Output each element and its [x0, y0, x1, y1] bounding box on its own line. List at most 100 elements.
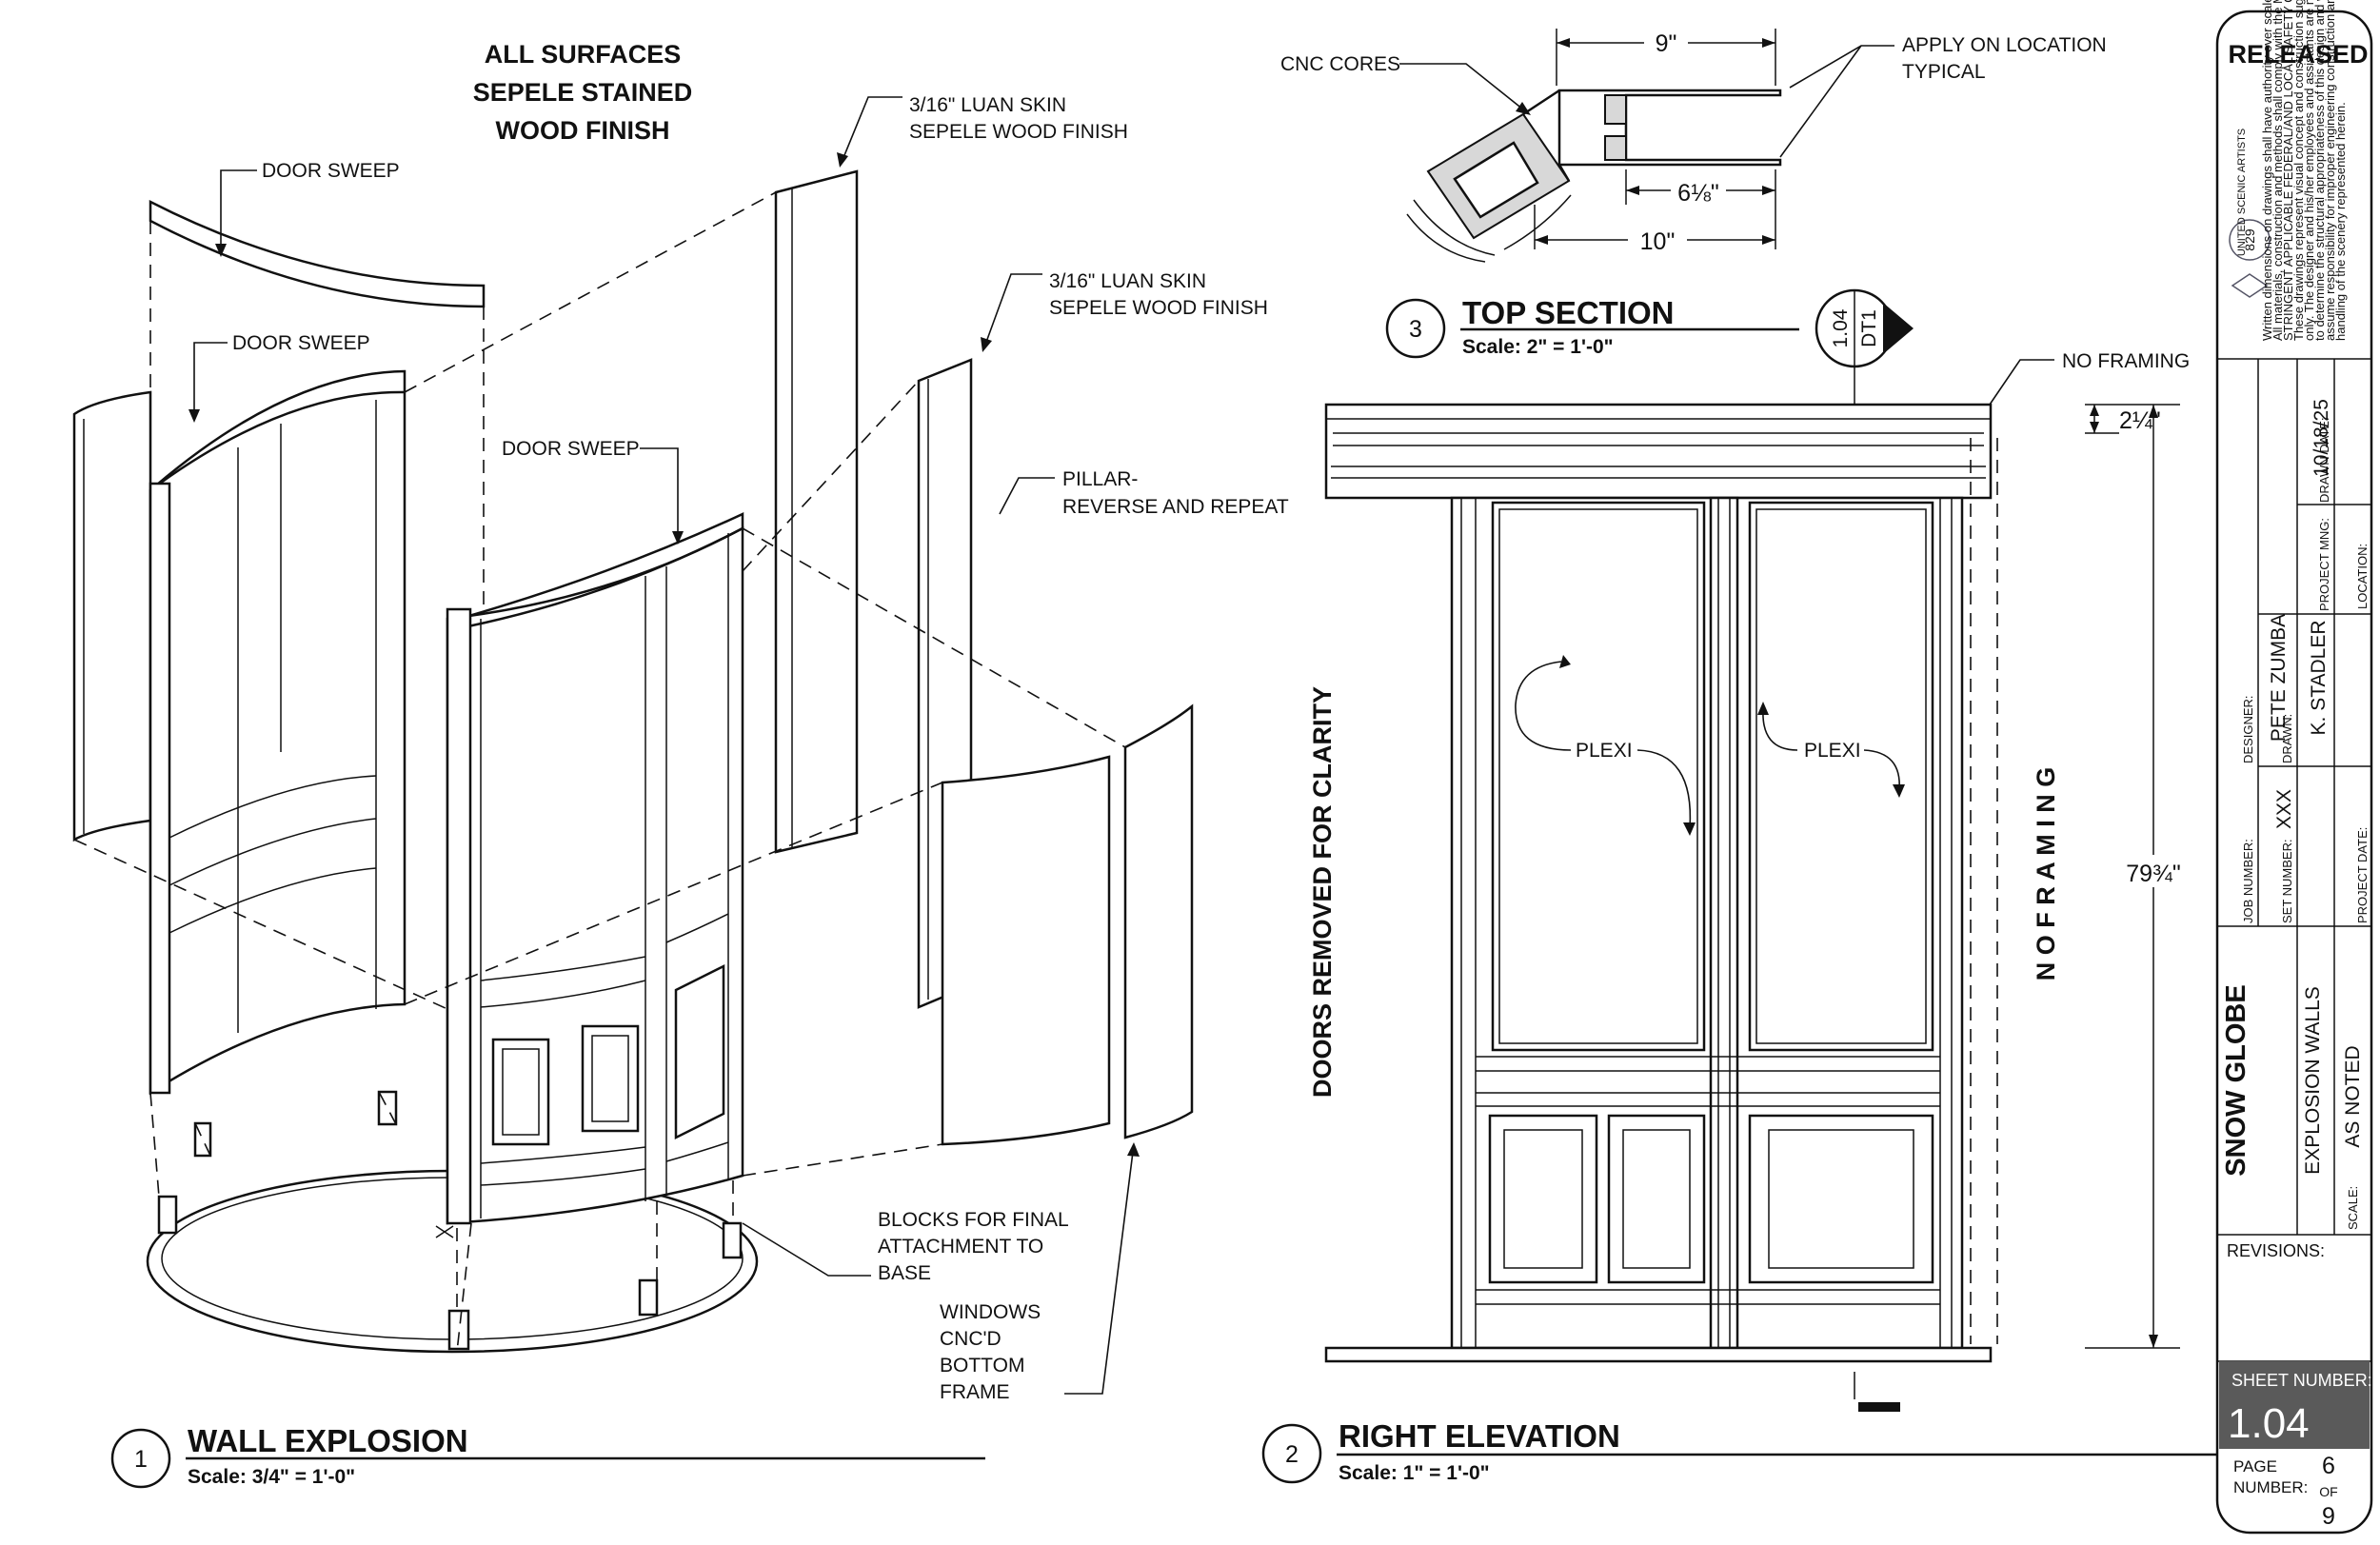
page-label-1: PAGE: [2233, 1457, 2277, 1476]
mullion-lines: [1717, 498, 1731, 1348]
designer-label: DESIGNER:: [2241, 695, 2255, 763]
leader-arrowhead: [672, 531, 684, 545]
cnc-core-opening: [1453, 141, 1539, 219]
elevation-base: [1324, 1346, 1993, 1363]
lower-panel: [1607, 1114, 1706, 1284]
disclaimer-line-2: All materials, construction and methods …: [2271, 0, 2285, 341]
dim-text-mask: [2125, 855, 2184, 887]
lower-panel-inner: [1503, 1129, 1583, 1269]
center-mark: [435, 1225, 454, 1238]
luan-skin-label-2-line-2: SEPELE WOOD FINISH: [1049, 297, 1268, 319]
plexi-arrow-right-up: [1762, 708, 1798, 751]
union-emblem-icon: [2231, 273, 2269, 298]
cnc-cores-leader: [1399, 63, 1524, 110]
status-stamp: RELEASED: [2228, 40, 2368, 69]
disclaimer-line-4: These drawings represent visual concept …: [2291, 0, 2306, 341]
section-curve: [1406, 194, 1572, 263]
revisions-label: REVISIONS:: [2227, 1241, 2325, 1260]
door-sweep-leader-3: [640, 447, 679, 537]
dim-top-width: 9": [1656, 30, 1677, 57]
lower-panel-inner: [1768, 1129, 1914, 1269]
section-marker-detail: DT1: [1858, 309, 1880, 347]
rear-frame-rails: [169, 775, 377, 934]
view-2-scale: Scale: 1" = 1'-0": [1339, 1462, 1490, 1484]
job-number-label: JOB NUMBER:: [2241, 839, 2255, 923]
dim-arrowheads: [2090, 405, 2099, 433]
lower-panel: [1748, 1114, 1934, 1284]
dim-text-mask: [1644, 29, 1688, 55]
leader-arrowhead: [188, 409, 200, 423]
title-block-border: [2215, 10, 2373, 1535]
attachment-block: [638, 1278, 659, 1317]
raised-panel-inner: [502, 1048, 540, 1136]
raised-panel-inner: [591, 1035, 629, 1122]
view-3-scale: Scale: 2" = 1'-0": [1462, 336, 1614, 358]
sheet-number-label: SHEET NUMBER:: [2231, 1371, 2372, 1390]
door-sweep-leader-2: [193, 342, 228, 415]
pillar-label-line-1: PILLAR-: [1062, 468, 1138, 490]
page-number: 6: [2322, 1453, 2335, 1479]
attachment-block: [157, 1195, 178, 1235]
page-of: OF: [2319, 1484, 2337, 1499]
scale-label: SCALE:: [2346, 1186, 2360, 1230]
height-dim: 79¾": [2126, 861, 2181, 887]
front-wall-rails: [480, 913, 729, 1186]
disclaimer-line-6: to determine the structural appropriaten…: [2312, 0, 2327, 341]
location-label: LOCATION:: [2355, 544, 2370, 609]
disclaimer-line-1: Written dimensions on drawings shall hav…: [2260, 0, 2274, 341]
frame-stile-lines: [1460, 498, 1953, 1348]
finish-note-line-3: WOOD FINISH: [496, 116, 670, 145]
union-local: 829: [2242, 228, 2257, 251]
title-block-cells: [2257, 359, 2371, 1235]
view-1-title: WALL EXPLOSION: [188, 1423, 468, 1458]
luan-skin-label-2-line-1: 3/16" LUAN SKIN: [1049, 270, 1206, 292]
luan-skin-label-1-line-1: 3/16" LUAN SKIN: [909, 94, 1066, 116]
door-sweep-label-2: DOOR SWEEP: [232, 332, 370, 354]
section-marker-sheet: 1.04: [1830, 308, 1852, 347]
apply-label-line-1: APPLY ON LOCATION: [1902, 34, 2107, 56]
window-bottom-frame: [1123, 703, 1194, 1139]
union-seal-icon: [2229, 219, 2271, 261]
view-1-scale: Scale: 3/4" = 1'-0": [188, 1466, 355, 1488]
plexi-arrowhead: [1757, 702, 1769, 715]
blocks-leader: [742, 1222, 871, 1277]
set-number-value: XXX: [2273, 789, 2295, 829]
cnc-cores-label: CNC CORES: [1280, 53, 1400, 75]
plexi-arrow-left-up: [1515, 661, 1572, 751]
apply-leader: [1779, 45, 1894, 158]
doors-removed-note: DOORS REMOVED FOR CLARITY: [1308, 686, 1337, 1098]
top-section-drawing: CNC CORES APPLY ON LOCATION TYPICAL 9" 6…: [1280, 29, 2107, 368]
sheet-number-value: 1.04: [2228, 1400, 2310, 1447]
luan-skin-leader-1: [842, 96, 902, 161]
finish-note-line-1: ALL SURFACES: [485, 40, 682, 69]
plexi-arrow-left-down: [1636, 749, 1692, 829]
leader-arrowhead: [981, 337, 992, 352]
section-marker-arrow: [1883, 303, 1914, 354]
no-framing-leader: [1989, 359, 2054, 406]
project-mng-label: PROJECT MNG:: [2317, 518, 2331, 611]
dim-bottom-width: 10": [1640, 228, 1676, 255]
view-1-number-circle: [110, 1428, 171, 1489]
disclaimer-line-3: STRINGENT APPLICABLE FEDERAL/AND LOCAL S…: [2281, 0, 2295, 341]
page-total: 9: [2322, 1503, 2335, 1530]
pillar-leader: [999, 477, 1055, 515]
drawn-label: DRAWN:: [2280, 714, 2294, 763]
blocks-label-line-1: BLOCKS FOR FINAL: [878, 1209, 1069, 1231]
plexi-arrowhead: [1559, 655, 1571, 668]
dim-text-mask: [1628, 225, 1687, 251]
plexi-label-left: PLEXI: [1576, 740, 1633, 762]
cornice-dim-lines: [2085, 405, 2119, 434]
door-sweep-label-1: DOOR SWEEP: [262, 160, 400, 182]
explosion-lines: [73, 191, 1126, 1353]
leader-arrowhead: [837, 152, 848, 168]
union-name: UNITED SCENIC ARTISTS: [2236, 129, 2248, 256]
windows-label-line-3: BOTTOM: [940, 1355, 1024, 1377]
section-profile: [1557, 89, 1782, 167]
disclaimer-line-7: assume responsibility for improper engin…: [2323, 0, 2337, 341]
windows-label-line-1: WINDOWS: [940, 1301, 1041, 1323]
lower-raised-panel: [491, 1038, 550, 1146]
glass-opening-inner: [1498, 508, 1698, 1044]
apply-label-line-2: TYPICAL: [1902, 61, 1986, 83]
rear-frame-wall: [149, 390, 407, 1096]
wall-explosion-drawing: ALL SURFACES SEPELE STAINED WOOD FINISH …: [72, 40, 1289, 1489]
